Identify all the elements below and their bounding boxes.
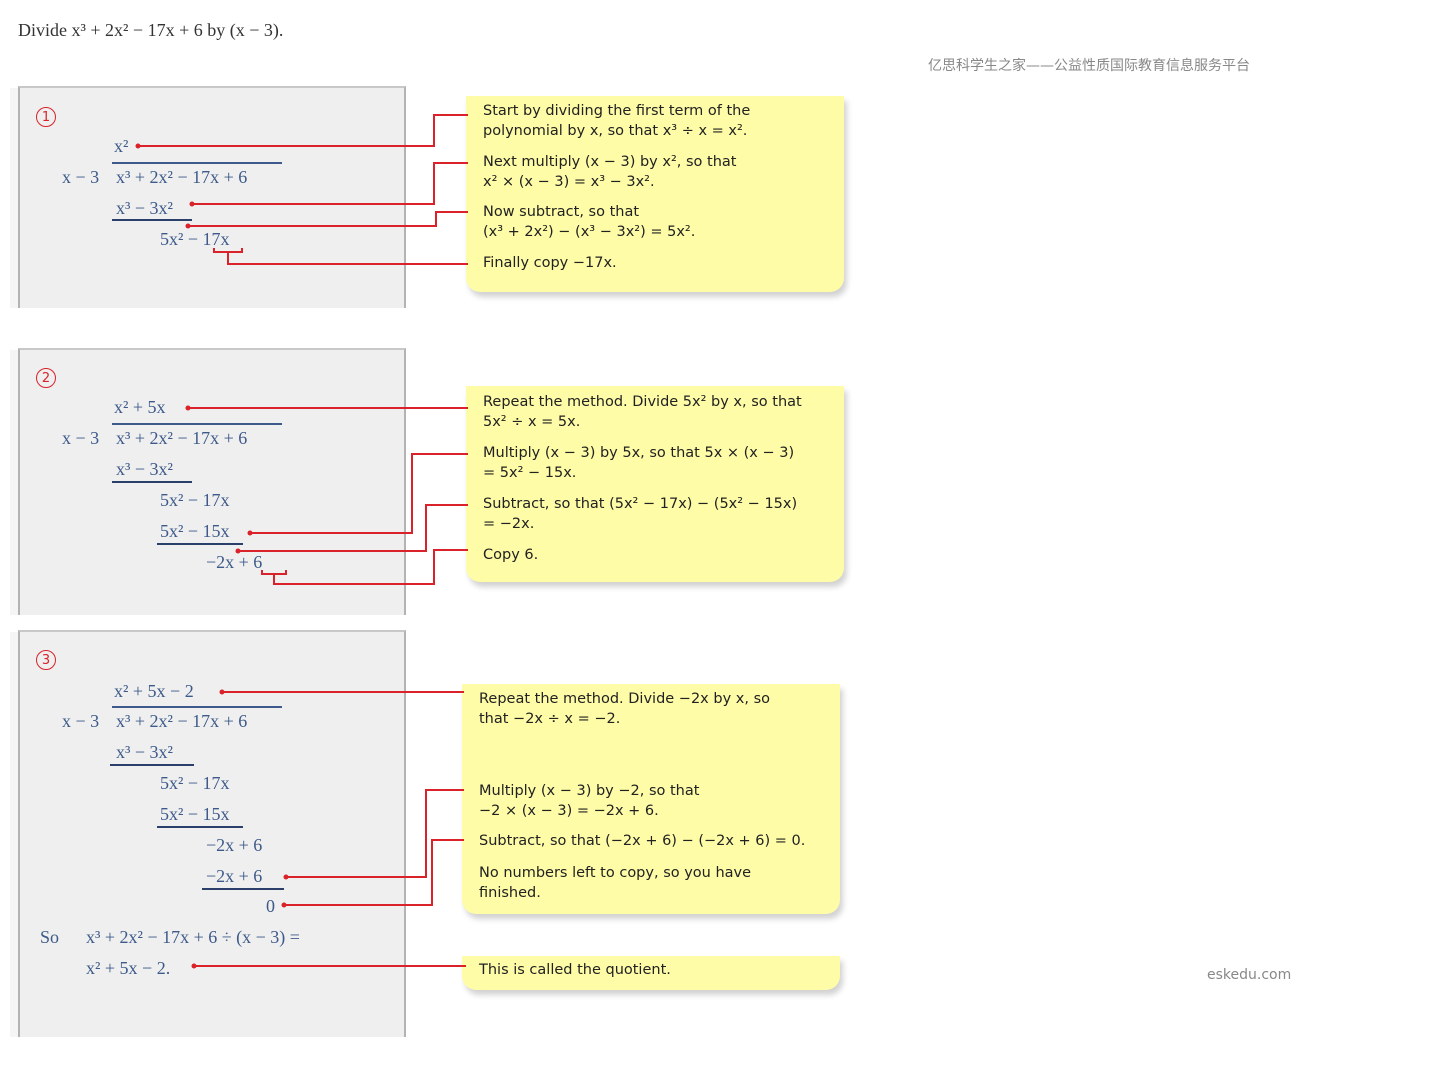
step3-row2: 5x² − 17x <box>160 773 230 793</box>
step2-note-box <box>466 386 844 582</box>
watermark-bottom: eskedu.com <box>1207 967 1292 983</box>
step3-remainder: 0 <box>266 896 275 916</box>
step1-row2: 5x² − 17x <box>160 229 230 249</box>
step3-so-line2: x² + 5x − 2. <box>86 958 171 978</box>
step3-so-line1: x³ + 2x² − 17x + 6 ÷ (x − 3) = <box>86 927 300 947</box>
step3-row1: x³ − 3x² <box>116 742 173 762</box>
step3-dividend: x³ + 2x² − 17x + 6 <box>116 711 248 731</box>
step3-row5-underline <box>202 888 284 890</box>
watermark-top: 亿思科学生之家——公益性质国际教育信息服务平台 <box>928 58 1250 74</box>
step1-quotient: x² <box>114 136 129 156</box>
step3-row3: 5x² − 15x <box>160 804 230 824</box>
step3-panel <box>10 630 406 1037</box>
step3-division-bar <box>112 706 282 708</box>
step3-note-4: No numbers left to copy, so you have fin… <box>479 865 752 901</box>
step2-row3: 5x² − 15x <box>160 521 230 541</box>
step2-quotient: x² + 5x <box>114 397 166 417</box>
step1-divisor: x − 3 <box>62 167 100 187</box>
step3-note-1: Repeat the method. Divide −2x by x, so t… <box>479 691 770 727</box>
step2-note-3: Subtract, so that (5x² − 17x) − (5x² − 1… <box>483 496 798 532</box>
step2-row1: x³ − 3x² <box>116 459 173 479</box>
step3-row3-underline <box>157 826 243 828</box>
step1-number-badge: 1 <box>36 107 56 127</box>
problem-statement: Divide x³ + 2x² − 17x + 6 by (x − 3). <box>18 20 284 40</box>
step3-note-3: Subtract, so that (−2x + 6) − (−2x + 6) … <box>479 833 806 849</box>
step1-note-1: Start by dividing the first term of the … <box>483 103 751 139</box>
step3-note-box <box>462 684 840 914</box>
step1-note-2: Next multiply (x − 3) by x², so that x² … <box>483 154 737 190</box>
step2-note-2: Multiply (x − 3) by 5x, so that 5x × (x … <box>483 445 795 481</box>
step1-row1-underline <box>112 219 192 221</box>
step2-row3-underline <box>157 543 243 545</box>
step3-row5: −2x + 6 <box>206 866 263 886</box>
step1-division-bar <box>112 162 282 164</box>
step1-row1: x³ − 3x² <box>116 198 173 218</box>
step2-note-1: Repeat the method. Divide 5x² by x, so t… <box>483 394 802 430</box>
step3-so-label: So <box>40 927 60 947</box>
step2-note-4: Copy 6. <box>483 547 539 563</box>
step1-note-4: Finally copy −17x. <box>483 255 617 271</box>
step2-row4: −2x + 6 <box>206 552 263 572</box>
step1-note-box <box>466 96 844 292</box>
step3-number-badge: 3 <box>36 650 56 670</box>
quotient-note-box <box>462 956 840 990</box>
step3-row4: −2x + 6 <box>206 835 263 855</box>
step1-note-3: Now subtract, so that (x³ + 2x²) − (x³ −… <box>483 204 696 240</box>
step2-row1-underline <box>112 481 192 483</box>
step2-dividend: x³ + 2x² − 17x + 6 <box>116 428 248 448</box>
step1-panel <box>10 86 406 308</box>
step2-number-badge: 2 <box>36 368 56 388</box>
step3-quotient: x² + 5x − 2 <box>114 681 194 701</box>
step1-dividend: x³ + 2x² − 17x + 6 <box>116 167 248 187</box>
quotient-note: This is called the quotient. <box>479 962 671 978</box>
step2-row2: 5x² − 17x <box>160 490 230 510</box>
step3-row1-underline <box>110 764 194 766</box>
step2-divisor: x − 3 <box>62 428 100 448</box>
step2-division-bar <box>112 423 282 425</box>
step2-panel <box>10 348 406 615</box>
step3-note-2: Multiply (x − 3) by −2, so that −2 × (x … <box>479 783 700 819</box>
step3-divisor: x − 3 <box>62 711 100 731</box>
